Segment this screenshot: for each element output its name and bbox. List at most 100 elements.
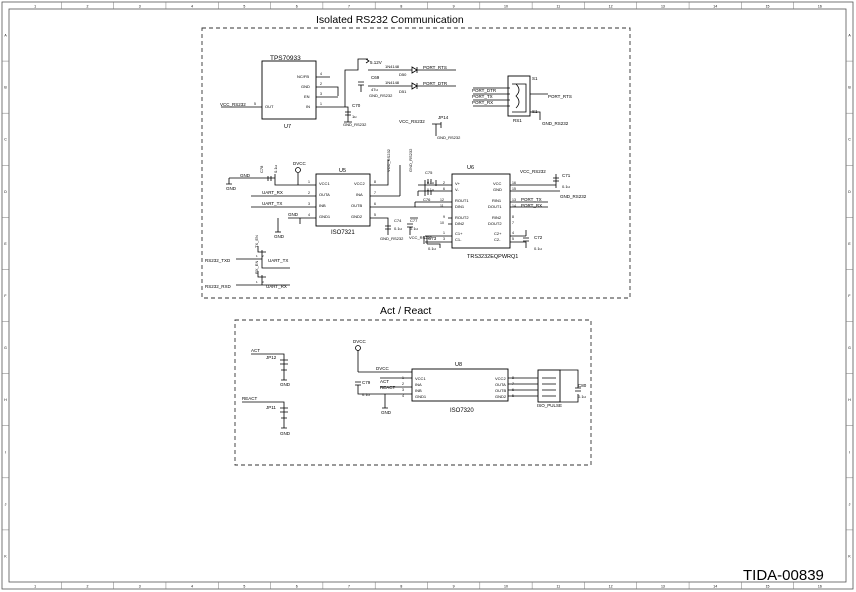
- q-tx-pin-a: 1: [256, 254, 258, 258]
- drawing-id: TIDA-00839: [743, 567, 824, 584]
- react-label: REACT: [242, 396, 258, 401]
- c71-ref: C71: [562, 173, 571, 178]
- u7-num-nofb: 4: [320, 72, 322, 76]
- u6-num-10: 10: [440, 221, 444, 225]
- c79-val: 0.1u: [362, 392, 370, 397]
- border-col-label-bottom: 2: [86, 585, 88, 589]
- u6-pin-c1p: C1+: [455, 231, 463, 236]
- border-row-label-right: D: [848, 190, 851, 194]
- u7-num-in: 1: [320, 102, 322, 106]
- border-row-label-right: J: [849, 502, 851, 506]
- vcc-rs232-u5-bottom: VCC_RS232: [409, 235, 433, 240]
- u7-body: [261, 60, 317, 120]
- u6-pin-dout1: DOUT1: [488, 204, 502, 209]
- dvcc-node-u5: [295, 167, 301, 173]
- uart-rx-label-q: UART_RX: [266, 284, 287, 289]
- tx-en-label: TX_EN: [254, 235, 259, 248]
- u6-num-16: 16: [512, 181, 516, 185]
- u5-pin-inb: INB: [319, 203, 326, 208]
- border-col-label-top: 11: [556, 5, 560, 9]
- u6-part: TRS3232EQPWRQ1: [467, 254, 518, 260]
- act-label: ACT: [251, 348, 260, 353]
- rs232-section-title: Isolated RS232 Communication: [316, 14, 464, 26]
- jp12-symbol: [251, 353, 288, 371]
- border-col-label-top: 13: [661, 5, 665, 9]
- c76-ref: C76: [423, 197, 431, 202]
- border-col-label-top: 9: [453, 5, 455, 9]
- c73-symbol: [423, 236, 441, 248]
- port-dtr-label-left: PORT_DTR: [423, 81, 448, 86]
- port-rts-label-left: PORT_RTS: [423, 65, 447, 70]
- c72-symbol: [523, 237, 529, 242]
- u7-part: TPS70933: [270, 55, 301, 62]
- border-col-label-bottom: 1: [34, 585, 36, 589]
- border-col-label-bottom: 5: [243, 585, 245, 589]
- q-rx-pin-a: 1: [256, 280, 258, 284]
- d51-ref: D51: [399, 89, 407, 94]
- u6-pin-rin1: RIN1: [492, 198, 502, 203]
- u7-wires: [221, 58, 368, 115]
- gnd-label-jp12: GND: [280, 382, 291, 387]
- u5-pin-vcc2: VCC2: [354, 181, 365, 186]
- c69-gnd-label: GND_RS232: [369, 93, 393, 98]
- gnd-label-u5-top-b: GND: [226, 186, 237, 191]
- border-col-label-bottom: 15: [766, 585, 770, 589]
- act-label-u8: ACT: [380, 379, 389, 384]
- c69-val: 47u: [371, 87, 378, 92]
- c71-val: 0.1u: [562, 184, 570, 189]
- u6-pin-rout2: ROUT2: [455, 215, 469, 220]
- u7-pin-nofb: NC/FB: [297, 74, 309, 79]
- border-row-label-right: F: [848, 294, 850, 298]
- u8-pin-gnd1: GND1: [415, 394, 427, 399]
- rs1-port-rx: PORT_RX: [472, 100, 493, 105]
- border-row-label-left: B: [4, 86, 7, 90]
- u8-right-wires: [508, 369, 581, 403]
- border-row-label-right: K: [848, 554, 851, 558]
- u7-num-out: 5: [254, 102, 256, 106]
- jp14-gnd-label: GND_RS232: [437, 135, 461, 140]
- border-col-label-bottom: 9: [453, 585, 455, 589]
- u7-pin-gnd: GND: [301, 84, 310, 89]
- u6-pin-vminus: V-: [455, 187, 459, 192]
- u8-left-wires: [355, 350, 412, 409]
- gnd-rs232-vertical: GND_RS232: [408, 148, 413, 172]
- dvcc-label-u8-line: DVCC: [376, 366, 390, 371]
- u5-num-7: 7: [374, 191, 376, 195]
- u8-pin-ina: INA: [415, 382, 422, 387]
- u5-pin-outa: OUTA: [319, 192, 330, 197]
- u5-part: ISO7321: [331, 230, 355, 236]
- gnd-label-u8: GND: [381, 410, 392, 415]
- border-row-label-right: B: [848, 86, 851, 90]
- u6-num-8: 8: [512, 215, 514, 219]
- c75-ref: C75: [425, 170, 433, 175]
- u6-num-13: 13: [512, 198, 516, 202]
- u7-num-en: 3: [320, 92, 322, 96]
- u6-pin-dout2: DOUT2: [488, 221, 502, 226]
- border-row-label-left: J: [5, 502, 7, 506]
- border-row-label-right: G: [848, 346, 851, 350]
- sheet-frame-inner: [8, 8, 847, 583]
- u6-port-rx: PORT_RX: [521, 203, 542, 208]
- border-row-label-left: C: [4, 138, 7, 142]
- c80-val: 0.1u: [578, 394, 586, 399]
- c74-val: 0.1u: [394, 226, 402, 231]
- c78-ref: C78: [259, 165, 264, 173]
- u5-num-8: 8: [374, 180, 376, 184]
- rx-en-label: RX_EN: [254, 261, 259, 274]
- q-rx-pin-c: 3: [262, 280, 264, 284]
- jp11-symbol: [242, 401, 288, 419]
- border-row-label-left: F: [4, 294, 6, 298]
- border-col-label-bottom: 12: [609, 585, 613, 589]
- gnd-rs232-u5-bottom: GND_RS232: [380, 236, 404, 241]
- border-col-label-top: 10: [504, 5, 508, 9]
- iso-pulse-connector: [537, 369, 561, 403]
- c79-ref: C79: [362, 380, 371, 385]
- c73-val: 0.1u: [428, 246, 436, 251]
- dvcc-label-u8-top: DVCC: [353, 339, 367, 344]
- d50-ref: D50: [399, 72, 407, 77]
- jp12-ref: JP12: [266, 355, 277, 360]
- border-col-label-bottom: 6: [296, 585, 298, 589]
- c71-symbol: [553, 177, 559, 182]
